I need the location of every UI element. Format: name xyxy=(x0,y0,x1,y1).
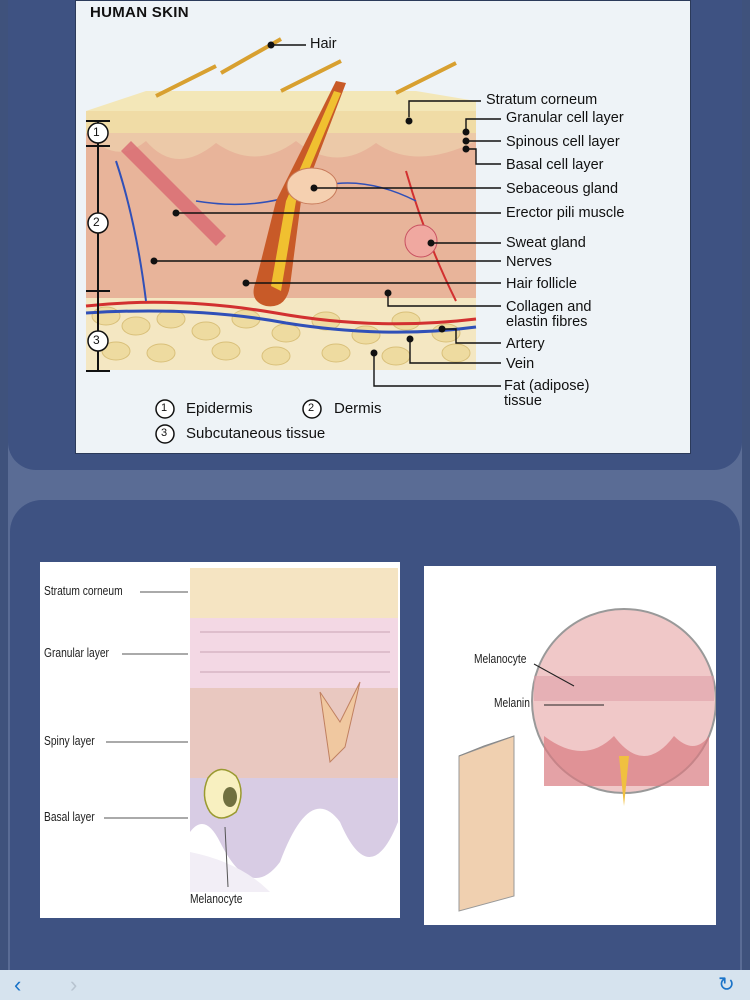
label-sebaceous-gland: Sebaceous gland xyxy=(506,181,619,197)
label-sweat-gland: Sweat gland xyxy=(506,235,586,251)
browser-bottom-bar: ‹ › ↻ xyxy=(0,970,750,1000)
label-stratum-corneum-2: Stratum corneum xyxy=(44,584,123,598)
label-spiny-layer: Spiny layer xyxy=(44,734,95,748)
melanin-figure: Melanocyte Melanin xyxy=(424,566,716,925)
label-basal-layer: Basal layer xyxy=(44,810,95,824)
label-fat-tissue: Fat (adipose) tissue xyxy=(504,378,590,409)
label-erector-pili-muscle: Erector pili muscle xyxy=(506,205,625,221)
reload-button[interactable]: ↻ xyxy=(718,974,735,996)
legend-dermis: Dermis xyxy=(334,400,382,417)
skin-diagram: HUMAN SKIN xyxy=(75,0,691,454)
label-collagen-elastin: Collagen and elastin fibres xyxy=(506,299,592,330)
right-edge xyxy=(742,0,750,1000)
label-granular-cell-layer: Granular cell layer xyxy=(506,110,624,126)
epidermis-illustration xyxy=(104,568,398,892)
legend-number-3: 3 xyxy=(161,427,168,439)
label-artery: Artery xyxy=(506,336,545,352)
legend-number-2: 2 xyxy=(308,402,315,414)
label-basal-cell-layer: Basal cell layer xyxy=(506,157,604,173)
label-spinous-cell-layer: Spinous cell layer xyxy=(506,134,620,150)
skin-illustration xyxy=(85,37,501,444)
melanin-illustration xyxy=(458,608,716,912)
layer-number-3: 3 xyxy=(93,333,100,347)
label-nerves: Nerves xyxy=(506,254,552,270)
layer-number-2: 2 xyxy=(93,215,100,229)
label-stratum-corneum: Stratum corneum xyxy=(486,92,598,108)
epidermis-layers-figure: Stratum corneum Granular layer Spiny lay… xyxy=(40,562,400,918)
label-granular-layer: Granular layer xyxy=(44,646,109,660)
label-vein: Vein xyxy=(506,356,535,372)
label-hair-follicle: Hair follicle xyxy=(506,276,577,292)
forward-button[interactable]: › xyxy=(70,972,78,997)
diagram-title: HUMAN SKIN xyxy=(90,4,189,21)
legend-subcutaneous: Subcutaneous tissue xyxy=(186,425,326,442)
layer-number-1: 1 xyxy=(93,125,100,139)
label-hair: Hair xyxy=(310,36,337,52)
left-edge xyxy=(0,0,8,1000)
label-melanocyte-3: Melanocyte xyxy=(474,652,527,666)
legend-number-1: 1 xyxy=(161,402,168,414)
label-melanocyte-2: Melanocyte xyxy=(190,892,243,906)
legend-epidermis: Epidermis xyxy=(186,400,253,417)
label-melanin: Melanin xyxy=(494,696,530,710)
back-button[interactable]: ‹ xyxy=(14,972,22,997)
